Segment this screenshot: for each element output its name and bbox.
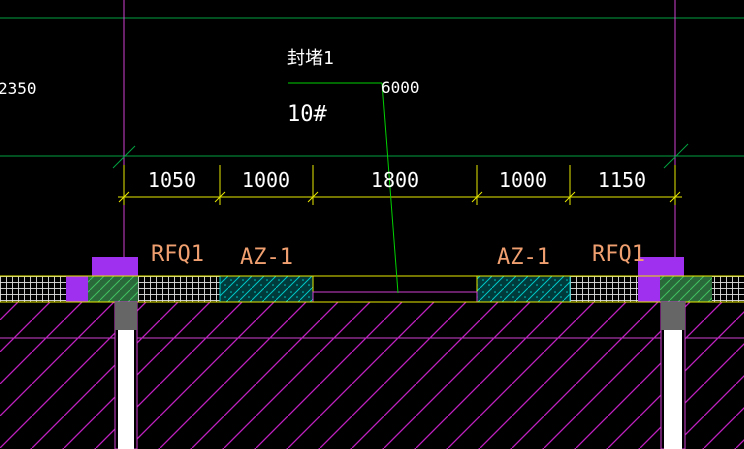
left-value-text: 2350 [0,79,37,98]
wall-mesh-left [0,276,66,302]
wall-mesh-mid-right [570,276,638,302]
rfq-block-right [638,257,684,276]
ground-hatch [0,302,744,449]
rfq-block-left [92,257,138,276]
dimension-text-2: 1000 [242,168,290,192]
column-right-hatch [660,276,712,302]
rfq-right-label: RFQ1 [592,242,645,267]
wall-mesh-mid-left [138,276,220,302]
dimension-ticks [118,165,681,205]
pile-left-core [118,330,134,449]
dimension-text-4: 1000 [499,168,547,192]
opening-inner [312,291,478,303]
az-block-left [219,275,314,303]
az-block-right [476,275,571,303]
pile-left-top [115,302,137,330]
column-left-hatch [88,276,138,302]
leader-diagonal [381,82,399,294]
az-right-label: AZ-1 [497,245,550,270]
az-left-label: AZ-1 [240,245,293,270]
leader-value-text: 6000 [381,78,420,97]
column-cap-left [66,276,88,302]
axis-break-right [663,143,689,169]
note-top-text: 封堵1 [287,48,334,69]
wall-mesh-right [712,276,744,302]
dimension-text-3: 1800 [371,168,419,192]
rfq-left-label: RFQ1 [151,242,204,267]
dimension-text-1: 1050 [148,168,196,192]
note-bottom-text: 10# [287,102,327,127]
axis-break-left [112,145,136,169]
pile-right-core [664,330,682,449]
dimension-text-5: 1150 [598,168,646,192]
column-cap-right [638,276,660,302]
pile-right-top [661,302,685,330]
